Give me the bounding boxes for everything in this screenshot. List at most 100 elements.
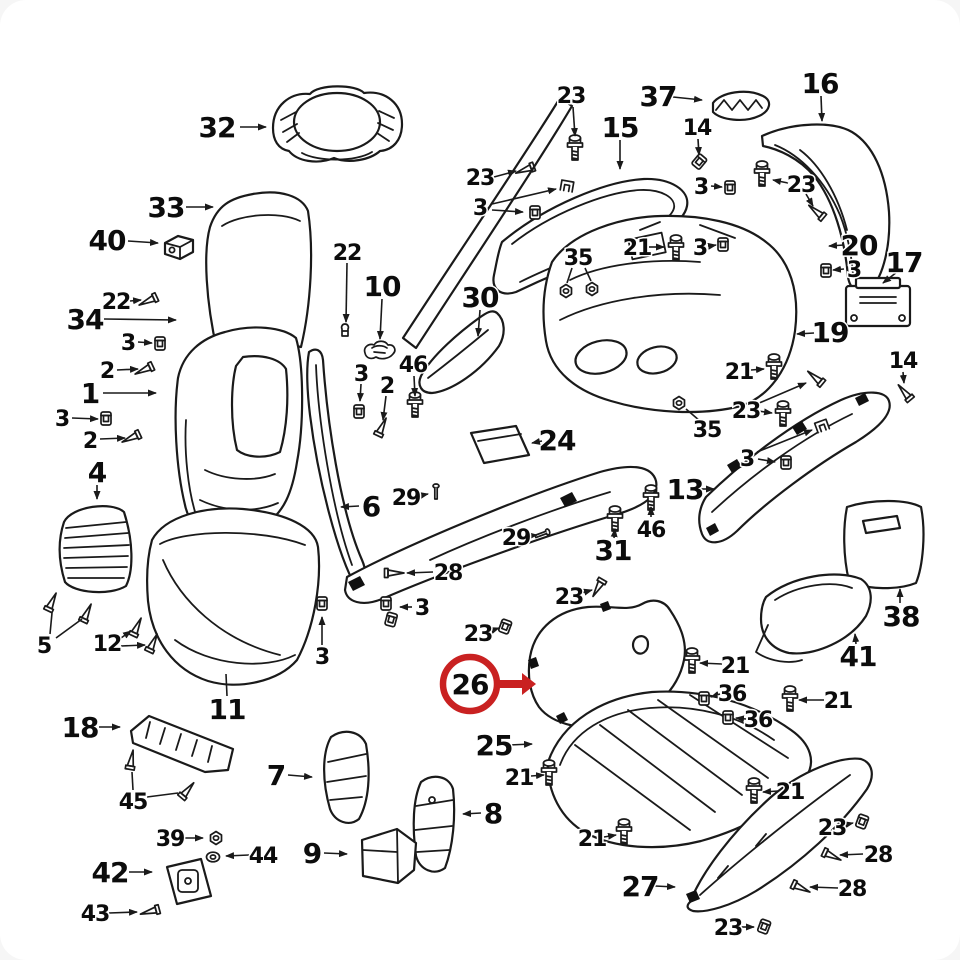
- part-number-23: 23: [464, 622, 493, 647]
- fastener-screw: [683, 647, 701, 674]
- highlight-circle-26[interactable]: 26: [439, 653, 536, 715]
- leader-to-part-2: [99, 434, 126, 442]
- fastener-clip: [316, 596, 328, 611]
- part-17-battery: [844, 276, 912, 328]
- leader-to-part-2: [116, 365, 139, 373]
- part-number-31: 31: [595, 534, 632, 567]
- leader-to-part-23: [772, 178, 789, 186]
- leader-to-part-8: [462, 810, 482, 818]
- part-42-bracket: [165, 857, 213, 906]
- leader-to-part-23: [489, 627, 500, 634]
- leader-to-part-36: [735, 715, 747, 723]
- part-27-underbody-channel: [686, 757, 873, 913]
- leader-to-part-3: [137, 338, 153, 346]
- part-number-29: 29: [392, 486, 421, 511]
- leader-to-part-28: [809, 883, 839, 891]
- leader-to-part-2: [380, 395, 388, 421]
- part-number-22: 22: [102, 290, 131, 315]
- part-number-23: 23: [818, 816, 847, 841]
- part-number-33: 33: [148, 191, 185, 224]
- fastener-wood: [806, 370, 827, 389]
- part-number-7: 7: [267, 759, 285, 792]
- part-number-5: 5: [37, 634, 51, 659]
- fastener-wood: [139, 903, 162, 916]
- part-number-22: 22: [333, 241, 362, 266]
- part-number-21: 21: [725, 360, 754, 385]
- fastener-wood: [592, 576, 608, 598]
- part-number-3: 3: [55, 407, 69, 432]
- part-number-3: 3: [693, 236, 707, 261]
- part-number-44: 44: [249, 844, 278, 869]
- part-number-15: 15: [602, 111, 639, 144]
- leader-to-part-9: [323, 850, 348, 858]
- leader-to-part-34: [103, 316, 177, 324]
- part-number-16: 16: [802, 67, 839, 100]
- part-19-under-seat-body: [542, 214, 798, 414]
- leader-to-part-17: [882, 271, 898, 284]
- leader-to-part-43: [108, 908, 138, 916]
- leader-to-part-29: [527, 532, 538, 540]
- fastener-clip: [497, 618, 513, 635]
- leader-to-part-23: [756, 382, 807, 405]
- fastener-wood: [789, 878, 811, 893]
- part-number-23: 23: [557, 84, 586, 109]
- part-number-23: 23: [787, 173, 816, 198]
- leader-to-part-16: [818, 95, 826, 122]
- part-number-8: 8: [484, 797, 502, 830]
- leader-to-part-3: [491, 207, 524, 215]
- part-number-4: 4: [88, 456, 107, 489]
- part-number-23: 23: [714, 916, 743, 941]
- part-7-side-cover: [323, 730, 370, 824]
- part-number-14: 14: [683, 116, 712, 141]
- leader-to-part-24: [531, 437, 543, 445]
- fastener-clip: [820, 263, 832, 278]
- highlight-arrow-head: [522, 673, 536, 695]
- part-11-front-storage-box: [145, 507, 321, 686]
- part-number-3: 3: [694, 175, 708, 200]
- fastener-screw: [774, 400, 792, 427]
- fastener-wood: [820, 846, 842, 861]
- part-33-windshield: [205, 191, 313, 352]
- part-number-45: 45: [119, 790, 148, 815]
- leader-to-part-27: [654, 883, 676, 891]
- fastener-wood: [897, 383, 916, 404]
- fastener-screw: [606, 505, 624, 532]
- part-number-35: 35: [693, 418, 722, 443]
- leader-to-part-23: [570, 106, 578, 137]
- leader-to-part-12: [120, 641, 146, 649]
- fastener-nut: [585, 281, 599, 297]
- fastener-clip: [384, 611, 399, 628]
- fastener-nut: [559, 283, 573, 299]
- part-number-27: 27: [622, 870, 659, 903]
- part-number-14: 14: [889, 349, 918, 374]
- leader-to-part-3: [356, 383, 364, 402]
- part-38-panel: [843, 499, 925, 590]
- fastener-clip: [353, 404, 365, 419]
- fastener-screw: [540, 759, 558, 786]
- leader-to-part-20: [828, 241, 845, 249]
- fastener-screw: [781, 685, 799, 712]
- leader-to-part-23: [843, 821, 854, 829]
- part-9-small-box: [360, 827, 418, 885]
- fastener-clip: [724, 180, 736, 195]
- fastener-staple: [813, 418, 831, 434]
- fastener-wood: [77, 603, 92, 625]
- part-number-38: 38: [883, 600, 920, 633]
- part-4-front-grille: [58, 505, 133, 594]
- fastener-clip: [380, 596, 392, 611]
- fastener-screw: [745, 777, 763, 804]
- part-number-46: 46: [637, 518, 666, 543]
- part-number-23: 23: [466, 166, 495, 191]
- fastener-screw: [753, 160, 771, 187]
- leader-to-part-28: [839, 851, 864, 859]
- part-number-18: 18: [62, 711, 99, 744]
- leader-to-part-3: [71, 415, 99, 423]
- leader-to-part-23: [580, 588, 593, 596]
- leader-to-part-23: [493, 169, 517, 178]
- part-number-28: 28: [864, 843, 893, 868]
- leader-to-part-7: [287, 772, 313, 780]
- fastener-nut: [209, 830, 223, 846]
- leader-to-part-21: [750, 366, 765, 374]
- fastener-wood: [383, 567, 405, 579]
- part-number-28: 28: [838, 877, 867, 902]
